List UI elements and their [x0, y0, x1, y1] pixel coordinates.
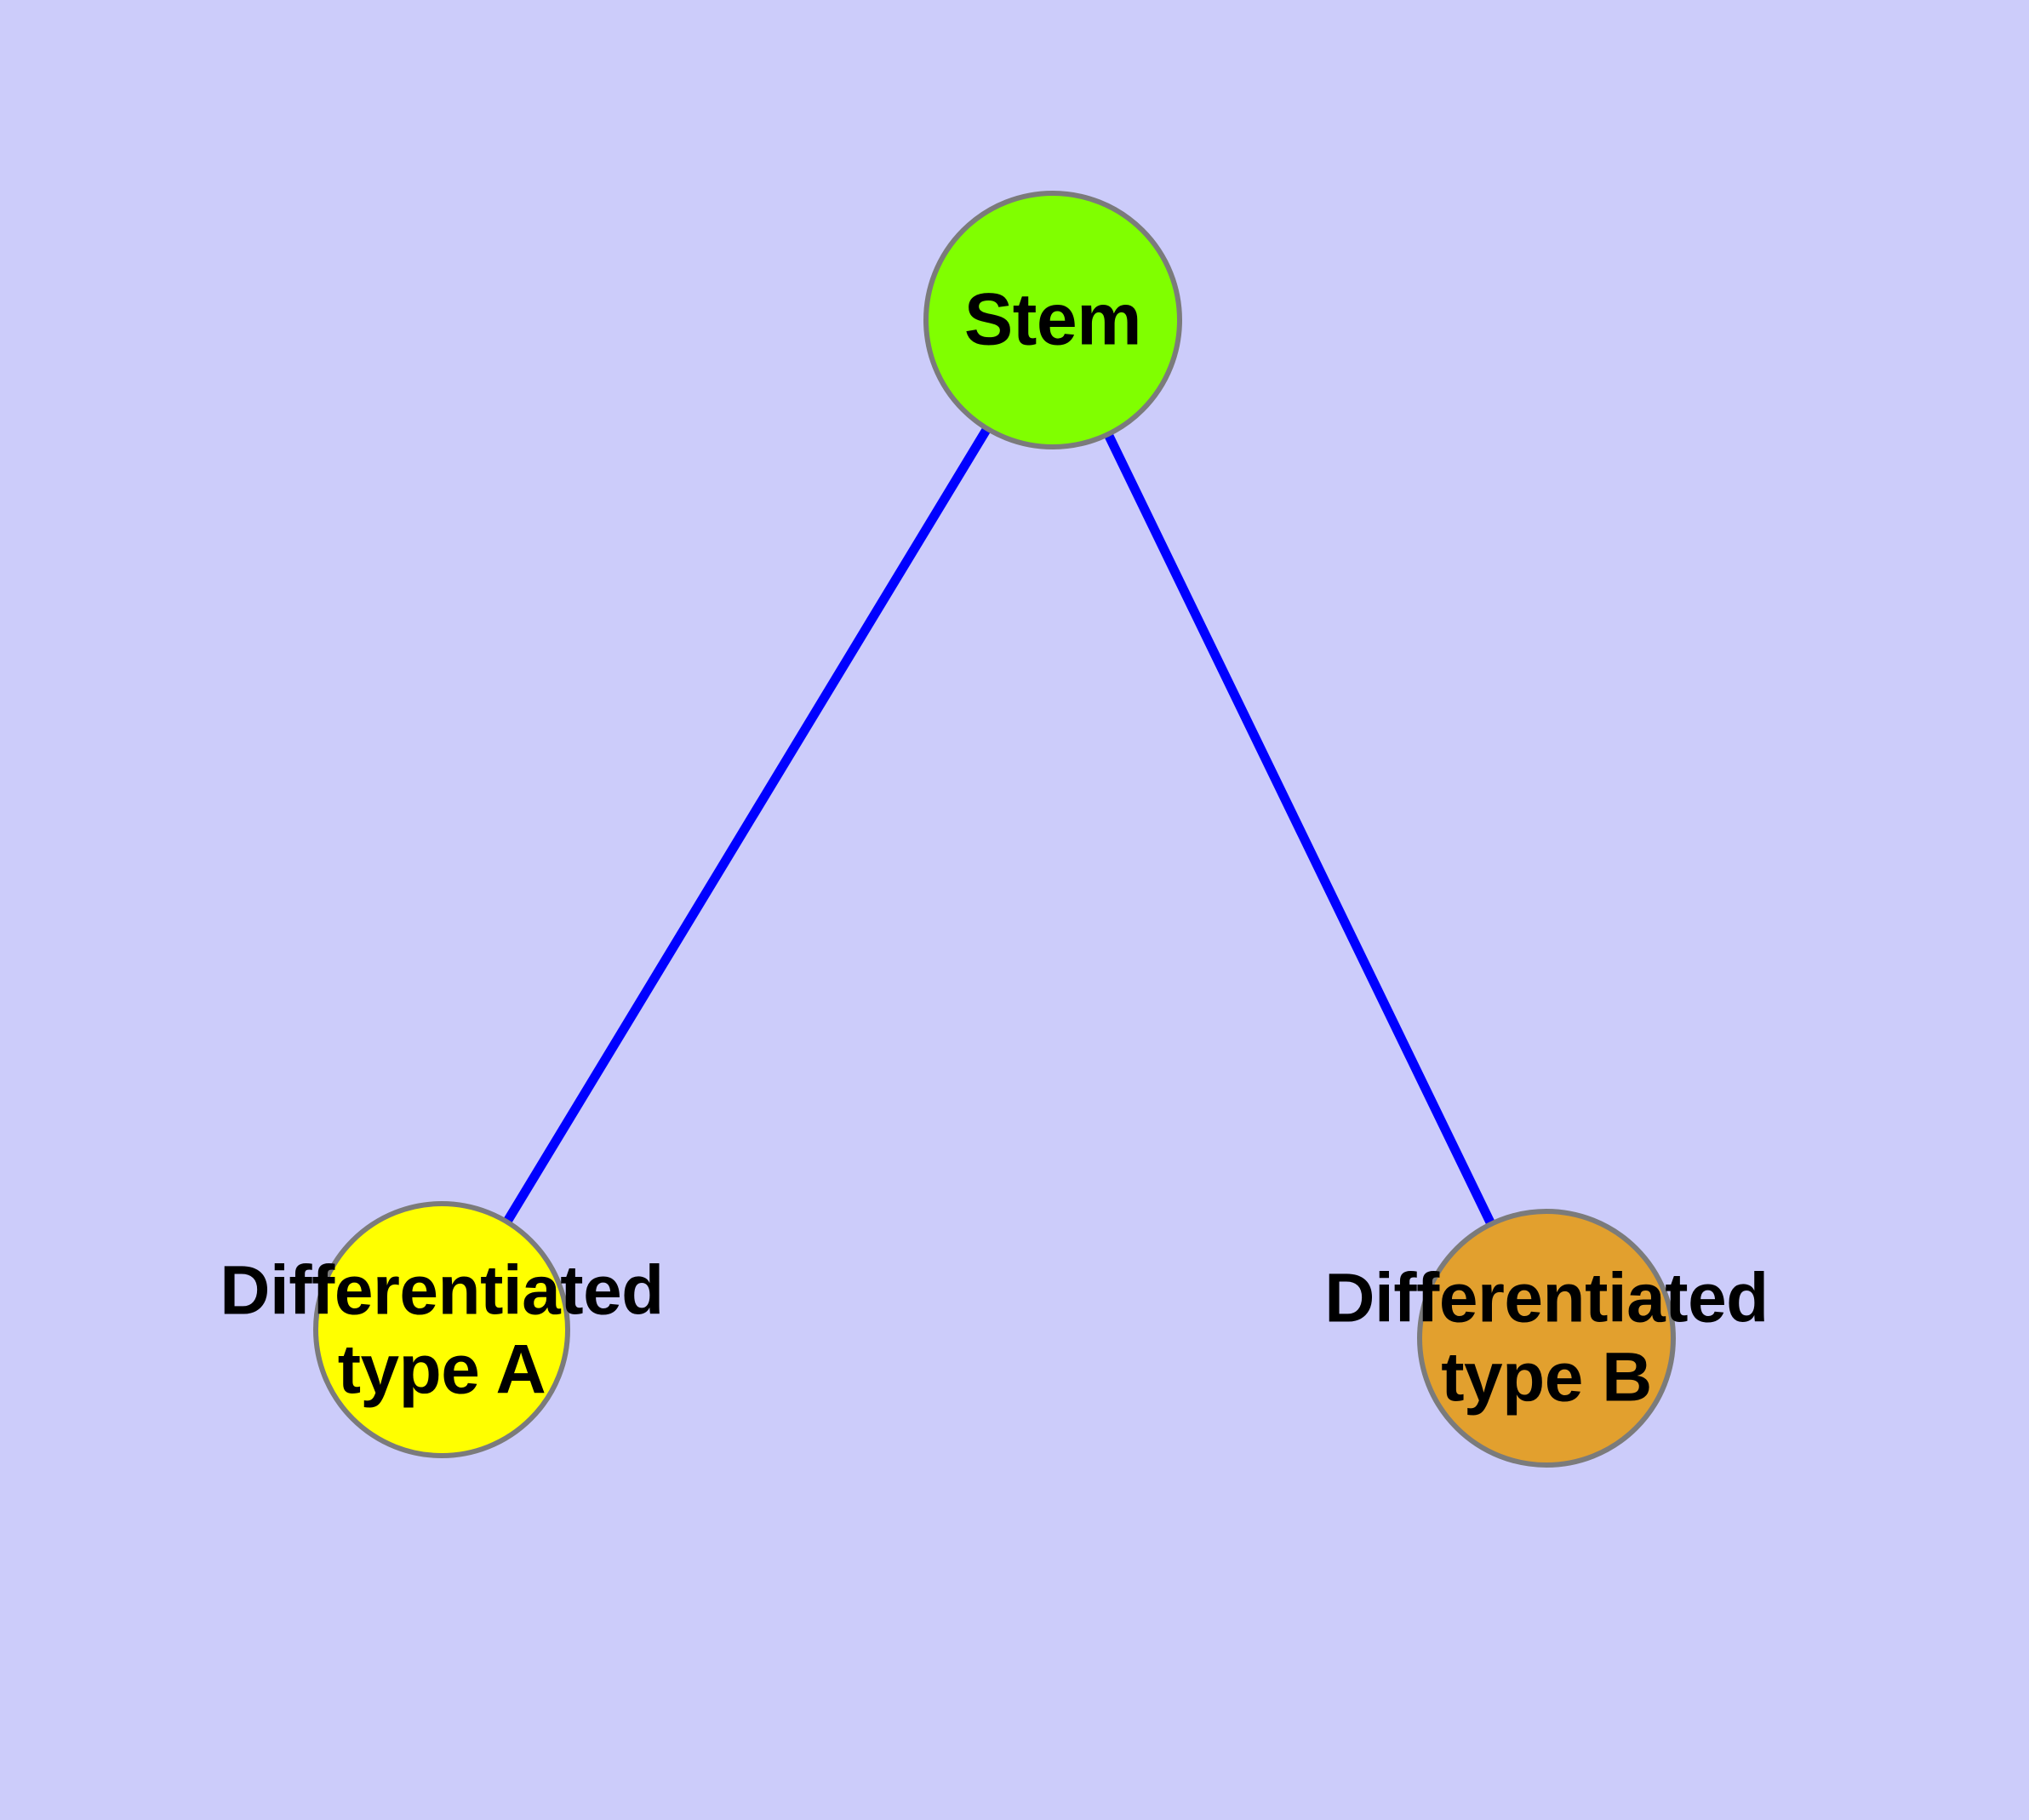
node-label-differentiated-type-a: Differentiated type A — [220, 1251, 664, 1408]
node-differentiated-type-b[interactable] — [1417, 1209, 1676, 1468]
node-differentiated-type-a[interactable] — [313, 1201, 570, 1458]
node-label-stem: Stem — [963, 278, 1142, 361]
node-stem[interactable] — [923, 191, 1182, 449]
edge-stem-to-diff-b — [1049, 318, 1551, 1341]
node-label-differentiated-type-b: Differentiated type B — [1324, 1259, 1769, 1416]
edge-stem-to-diff-a — [437, 318, 1057, 1332]
